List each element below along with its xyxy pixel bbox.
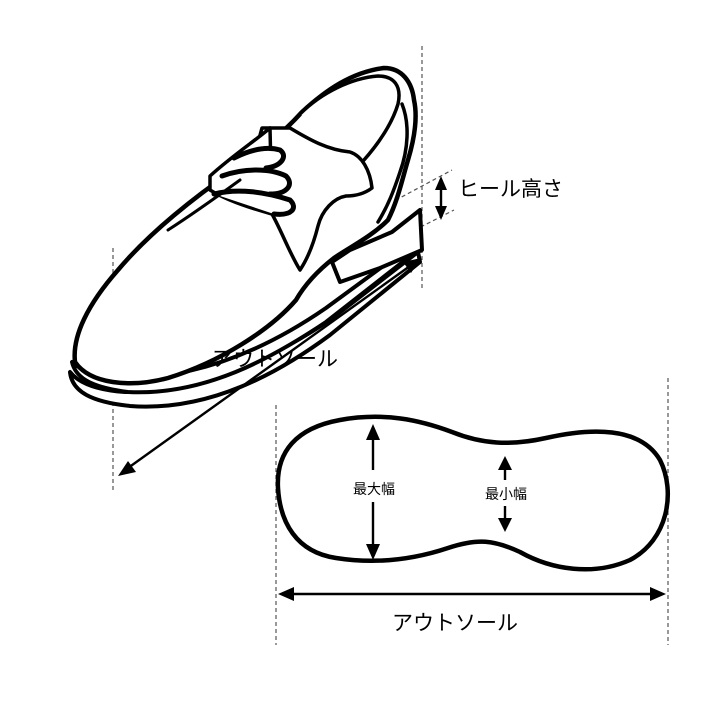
- max-width-arrow-bottom: [366, 544, 380, 560]
- shoe-lace-2: [219, 167, 292, 197]
- min-width-dimension: 最小幅: [485, 456, 527, 532]
- bottom-outsole-arrow-right: [650, 587, 666, 601]
- heel-height-arrow-bottom: [435, 206, 447, 220]
- side-outsole-label: アウトソール: [212, 347, 338, 371]
- heel-height-dimension: ヒール高さ: [435, 176, 563, 220]
- bottom-outsole-arrow-left: [278, 587, 294, 601]
- shoe-heel-counter: [376, 102, 409, 224]
- outsole-footprint: [275, 414, 671, 572]
- shoe-lace-1: [231, 145, 286, 171]
- shoe-collar: [298, 74, 401, 162]
- side-outsole-arrow-right: [403, 258, 421, 273]
- heel-height-label: ヒール高さ: [458, 177, 563, 201]
- side-outsole-arrow-line: [127, 265, 411, 469]
- min-width-label: 最小幅: [485, 487, 527, 503]
- max-width-dimension: 最大幅: [353, 424, 395, 560]
- shoe-vamp-line: [166, 178, 242, 232]
- side-outsole-dimension: アウトソール: [118, 258, 421, 476]
- shoe-side-illustration: [68, 65, 424, 409]
- min-width-arrow-top: [498, 456, 512, 470]
- outsole-outline: [275, 414, 671, 572]
- bottom-outsole-label: アウトソール: [392, 611, 518, 635]
- min-width-arrow-bottom: [498, 518, 512, 532]
- shoe-heel: [330, 208, 424, 284]
- max-width-label: 最大幅: [353, 482, 395, 498]
- bottom-outsole-dimension: アウトソール: [278, 587, 666, 635]
- heel-height-arrow-top: [435, 176, 447, 190]
- shoe-lace-3: [211, 188, 296, 217]
- side-outsole-arrow-left: [118, 461, 136, 476]
- max-width-arrow-top: [366, 424, 380, 440]
